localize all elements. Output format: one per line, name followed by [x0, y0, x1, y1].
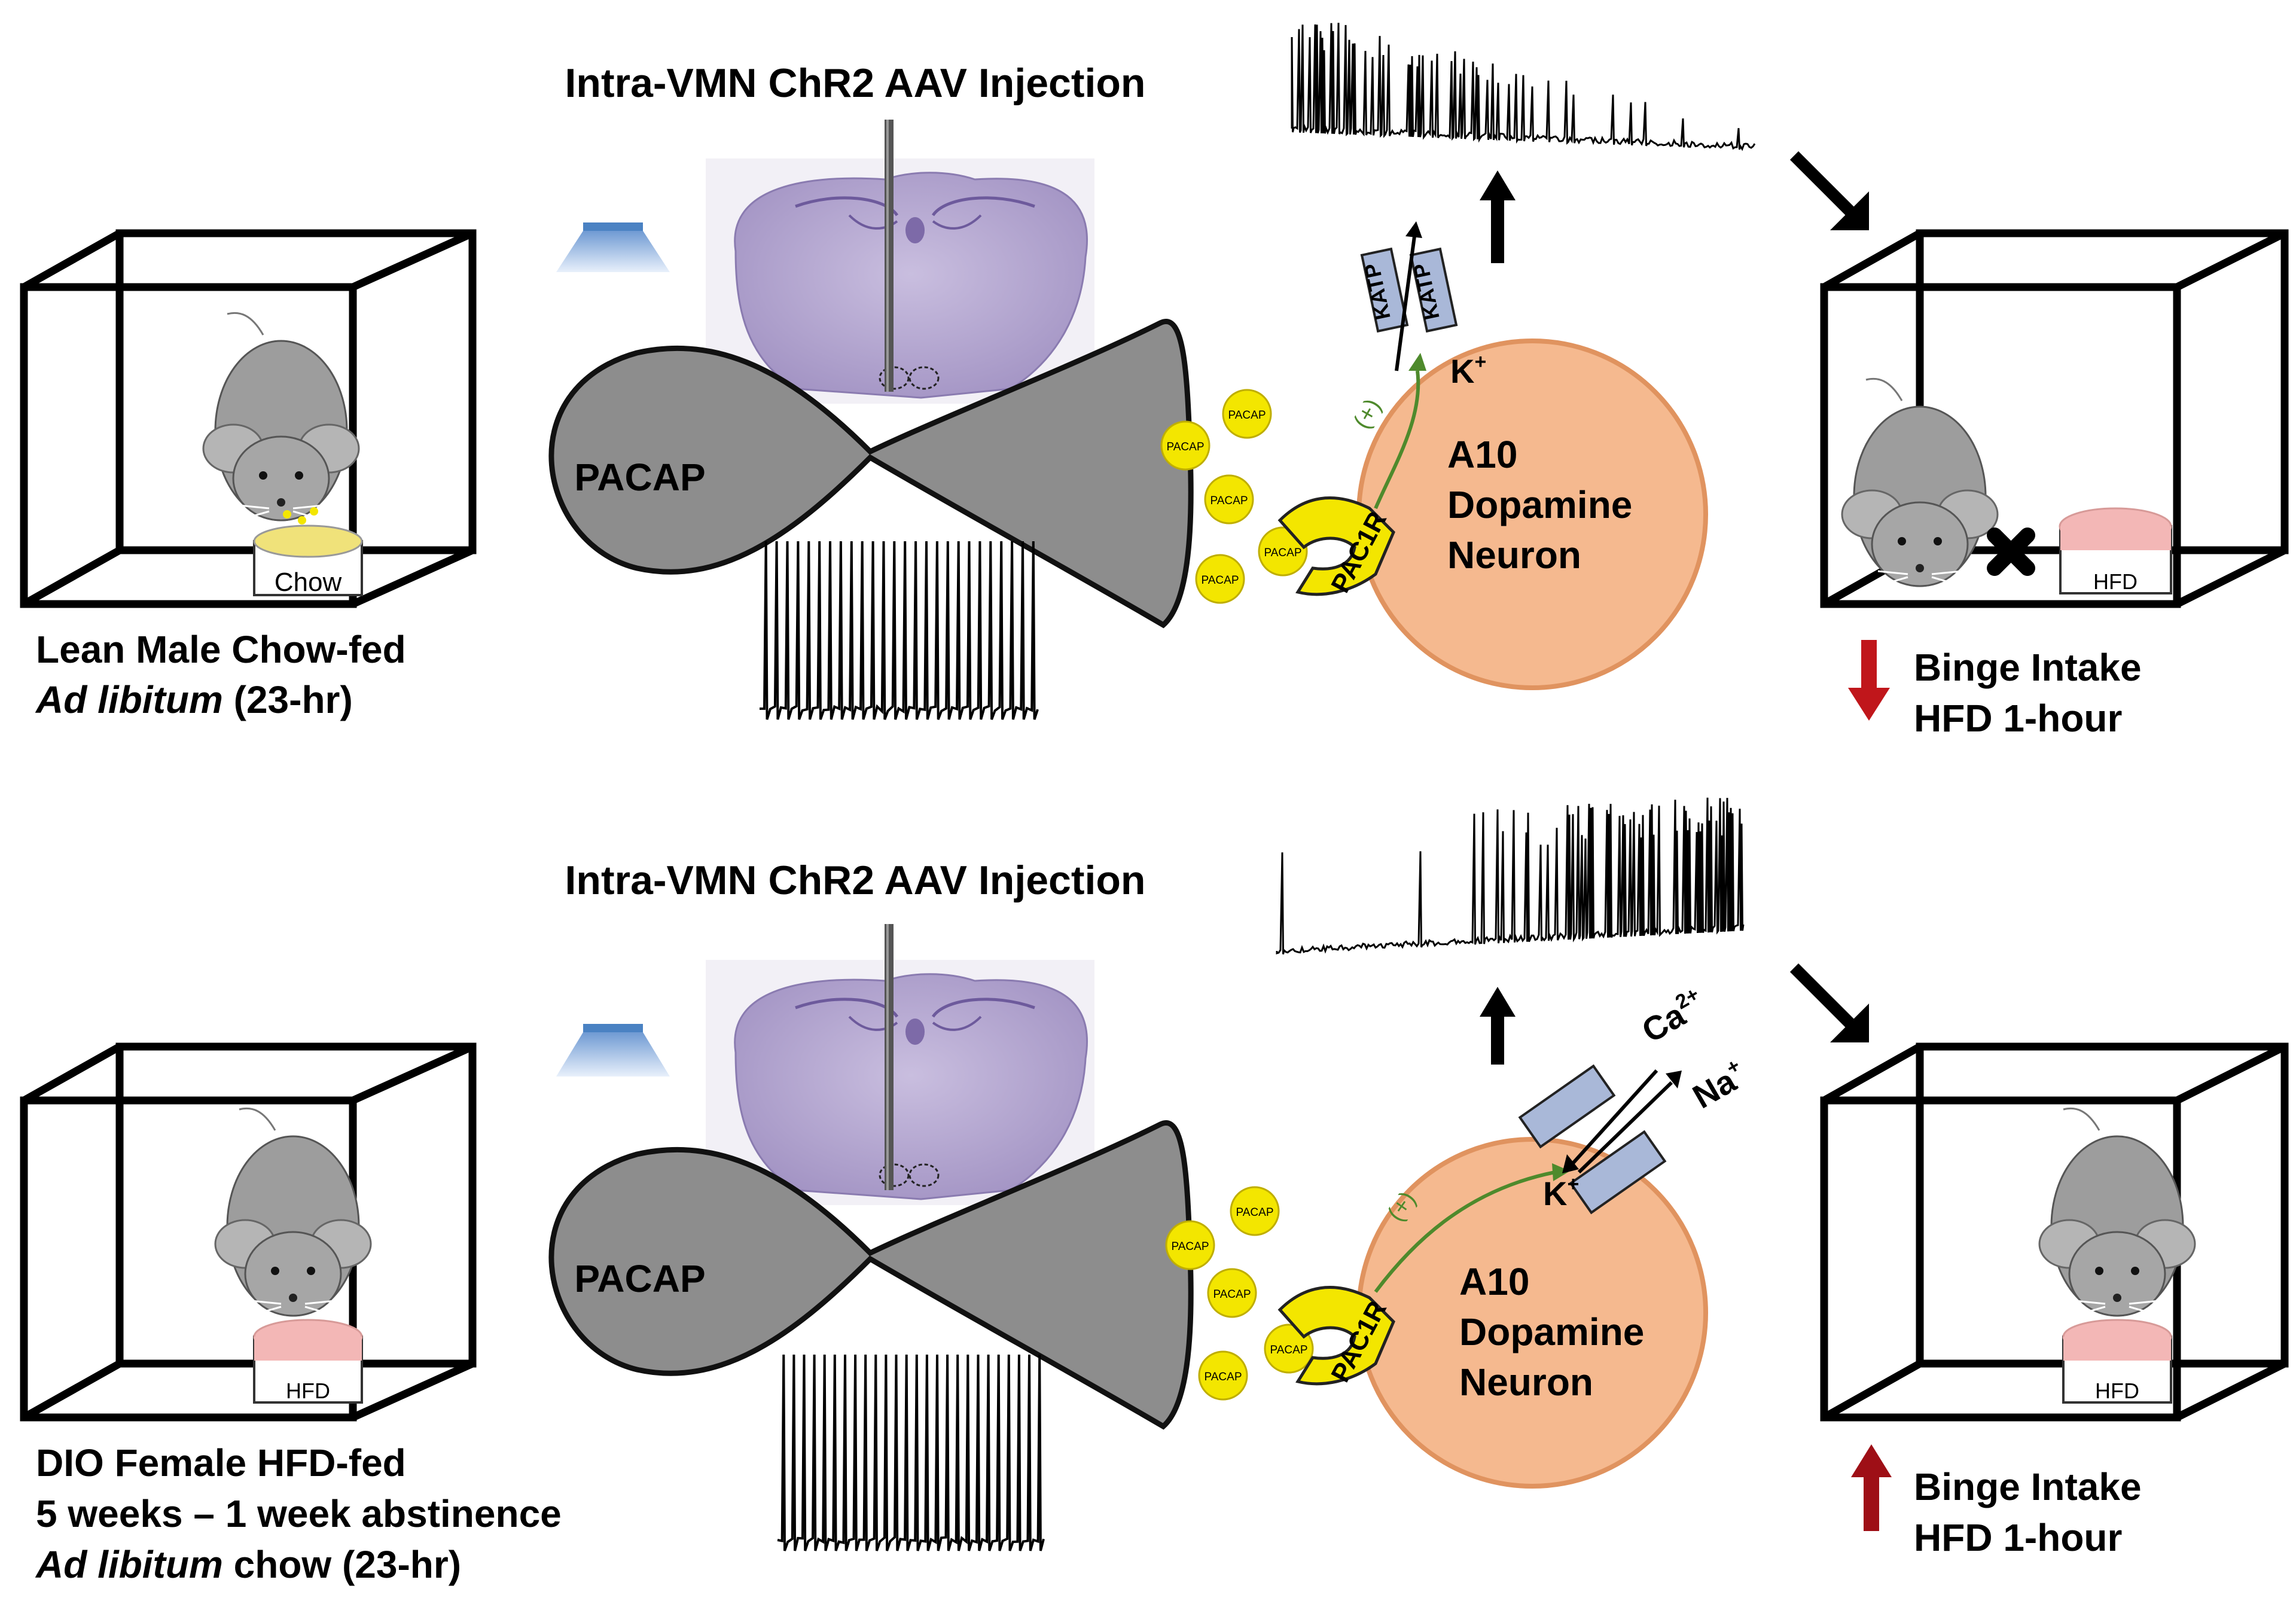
cage-icon: [20, 1042, 477, 1422]
outcome-line-1: Binge Intake: [1914, 1465, 2142, 1508]
firing-trace: [777, 1354, 1045, 1551]
firing-trace-response: [1291, 23, 1756, 151]
cage-icon: [20, 229, 477, 608]
svg-text:PACAP: PACAP: [1236, 1206, 1273, 1219]
svg-text:PACAP: PACAP: [1228, 409, 1266, 422]
svg-text:PACAP: PACAP: [1210, 495, 1248, 507]
brain-section-icon: [706, 960, 1094, 1205]
bowl-label: HFD: [286, 1379, 330, 1403]
neuron-label-2: Dopamine: [1459, 1310, 1644, 1353]
arrow-icon: [1480, 987, 1516, 1065]
ion-label-k: K+: [1543, 1173, 1579, 1212]
pacap-peptide-icon: PACAP PACAP PACAP PACAP PACAP: [1165, 1186, 1314, 1401]
increase-arrow-icon: [1851, 1444, 1892, 1531]
neuron-label-1: A10: [1447, 433, 1517, 476]
mouse-icon: [2038, 1107, 2196, 1317]
light-source-icon: [556, 1024, 670, 1077]
decrease-arrow-icon: [1848, 640, 1890, 721]
pacap-neuron-icon: [548, 319, 1194, 629]
mouse-icon: [1841, 377, 1999, 587]
neuron-label-1: A10: [1459, 1260, 1529, 1303]
arrow-icon: [1789, 963, 1869, 1042]
outcome-line-1: Binge Intake: [1914, 646, 2142, 689]
neuron-label-3: Neuron: [1447, 533, 1581, 577]
pacap-peptide-icon: PACAP PACAP PACAP PACAP PACAP: [1160, 389, 1308, 604]
svg-text:PACAP: PACAP: [1213, 1288, 1251, 1301]
svg-text:PACAP: PACAP: [1166, 441, 1204, 453]
activation-arrow: [1374, 370, 1420, 510]
neuron-label-3: Neuron: [1459, 1361, 1593, 1404]
firing-trace-response: [1276, 797, 1745, 955]
condition-line-1: Lean Male Chow-fed: [36, 628, 406, 671]
bowl-label: HFD: [2095, 1379, 2139, 1403]
top-panel: Chow Lean Male Chow-fed Ad libitum (23-h…: [20, 23, 2289, 740]
svg-text:PACAP: PACAP: [1264, 547, 1301, 559]
svg-text:PACAP: PACAP: [1201, 574, 1239, 587]
injection-needle-icon: [885, 924, 894, 1190]
injection-title: Intra-VMN ChR2 AAV Injection: [565, 60, 1146, 106]
food-bowl-icon: [2062, 1319, 2172, 1404]
mouse-icon: [202, 312, 360, 522]
ion-channel-icon: [1518, 1064, 1682, 1215]
mouse-icon: [214, 1107, 372, 1317]
food-bowl-icon: [253, 1319, 363, 1404]
ion-label: K+: [1450, 350, 1486, 390]
outcome-line-2: HFD 1-hour: [1914, 1516, 2122, 1559]
neuron-label-2: Dopamine: [1447, 483, 1632, 526]
brain-section-icon: [706, 158, 1094, 404]
food-bowl-icon: [2059, 507, 2172, 594]
ion-label-na: Na+: [1685, 1054, 1752, 1116]
soma-label: PACAP: [574, 1257, 705, 1300]
bowl-label: Chow: [275, 568, 342, 597]
arrow-icon: [1480, 170, 1516, 263]
firing-trace: [759, 541, 1039, 720]
light-source-icon: [556, 222, 670, 272]
condition-line-1: DIO Female HFD-fed: [36, 1441, 406, 1484]
bowl-label: HFD: [2093, 569, 2138, 594]
ion-channel-icon: KATP KATP: [1359, 221, 1458, 371]
arrow-icon: [1789, 151, 1869, 230]
svg-text:PACAP: PACAP: [1204, 1371, 1242, 1383]
cage-icon: [1820, 1042, 2289, 1422]
condition-line-2: Ad libitum (23-hr): [35, 678, 353, 721]
food-bowl-icon: [253, 507, 363, 596]
cross-icon: [1987, 527, 2035, 576]
injection-title: Intra-VMN ChR2 AAV Injection: [565, 858, 1146, 903]
soma-label: PACAP: [574, 456, 705, 499]
injection-needle-icon: [885, 120, 894, 392]
svg-text:PACAP: PACAP: [1171, 1240, 1209, 1253]
pacap-neuron-icon: [548, 1120, 1194, 1430]
outcome-line-2: HFD 1-hour: [1914, 697, 2122, 740]
ion-label-ca: Ca2+: [1635, 983, 1712, 1050]
bottom-panel: HFD DIO Female HFD-fed 5 weeks – 1 week …: [20, 797, 2289, 1586]
condition-line-3: Ad libitum chow (23-hr): [35, 1543, 461, 1586]
activation-arrow: [1374, 1170, 1556, 1293]
svg-text:PACAP: PACAP: [1270, 1344, 1307, 1356]
condition-line-2: 5 weeks – 1 week abstinence: [36, 1492, 562, 1535]
